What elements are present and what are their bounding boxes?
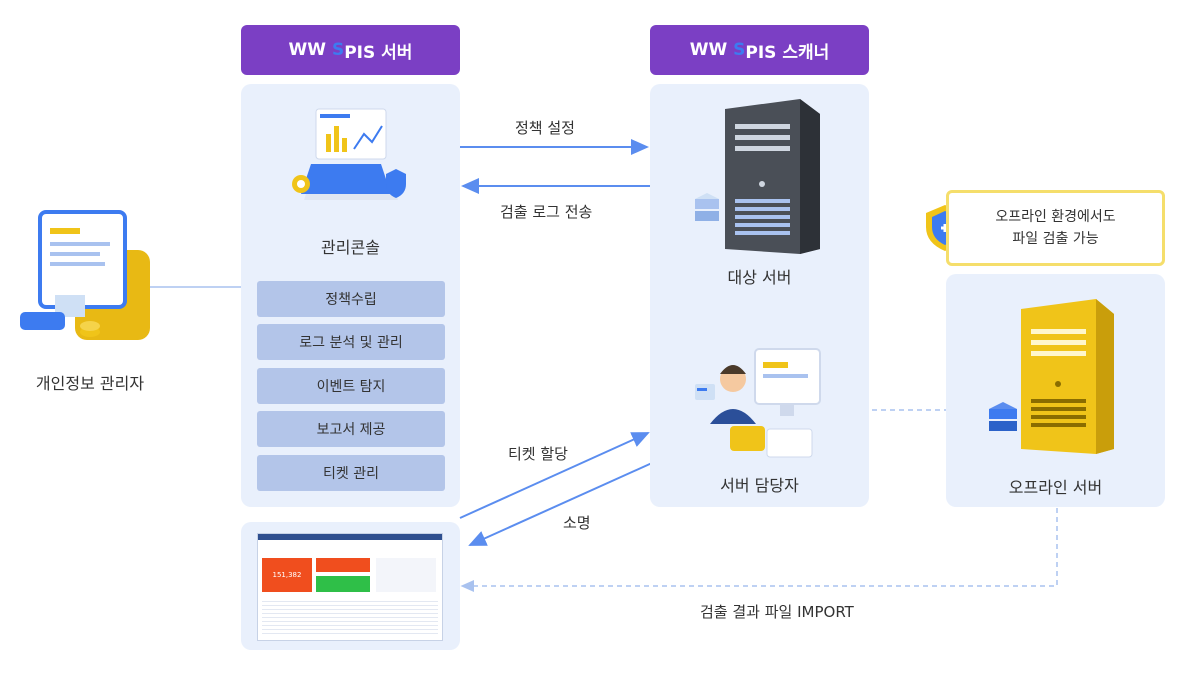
target-server-icon [695,99,820,254]
dashboard-orange-small [316,558,370,572]
ticket-arrow-label: 티켓 할당 [508,445,568,463]
log-arrow-label: 검출 로그 전송 [500,203,593,221]
policy-arrow-label: 정책 설정 [515,119,575,137]
dashboard-screenshot: 151,382 [257,533,443,641]
menu-item-ticket: 티켓 관리 [257,455,445,491]
dashboard-panel: 151,382 [241,522,460,650]
console-laptop-icon [292,108,406,200]
scanner-panel: 대상 서버 서버 담당자 [650,84,869,507]
menu-item-log: 로그 분석 및 관리 [257,324,445,360]
offline-note-box: 오프라인 환경에서도 파일 검출 가능 [946,190,1165,266]
menu-item-policy: 정책수립 [257,281,445,317]
server-manager-label: 서버 담당자 [720,476,799,495]
privacy-admin-icon [20,210,150,340]
server-manager-icon [695,348,821,458]
offline-server-icon [989,299,1114,454]
offline-note-line-2: 파일 검출 가능 [1012,231,1099,247]
admin-label: 개인정보 관리자 [35,374,145,393]
target-server-label: 대상 서버 [727,268,792,287]
server-panel: 관리콘솔 정책수립 로그 분석 및 관리 이벤트 탐지 보고서 제공 티켓 관리 [241,84,460,507]
offline-note-line-1: 오프라인 환경에서도 [995,209,1116,225]
dashboard-orange-card: 151,382 [262,558,312,592]
menu-item-report: 보고서 제공 [257,411,445,447]
dashboard-green-card [316,576,370,592]
import-arrow [460,508,1058,592]
menu-item-event: 이벤트 탐지 [257,368,445,404]
resolve-arrow-label: 소명 [563,514,591,532]
resolve-arrow [468,462,653,546]
offline-server-label: 오프라인 서버 [1008,478,1103,497]
console-label: 관리콘솔 [321,238,380,257]
ticket-arrow [459,432,650,519]
import-arrow-label: 검출 결과 파일 IMPORT [700,603,854,621]
offline-server-panel: 오프라인 서버 [946,274,1165,507]
